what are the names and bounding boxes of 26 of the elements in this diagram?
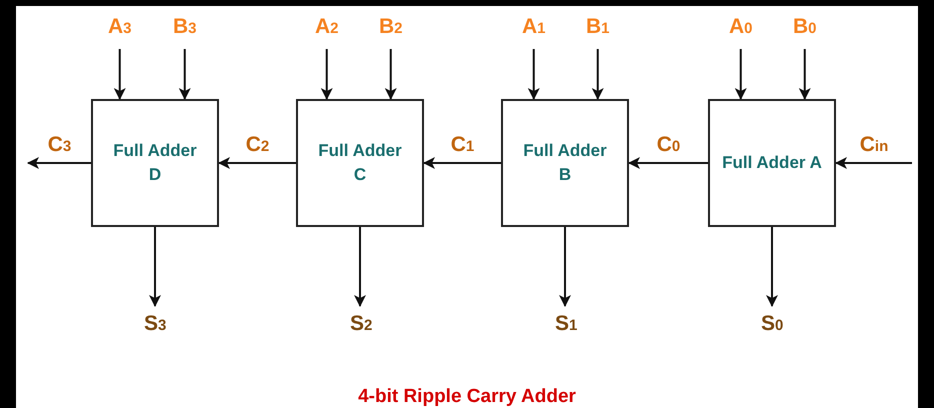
full-adder-box <box>296 99 424 227</box>
arrow <box>384 49 397 100</box>
arrow <box>559 227 571 307</box>
arrow <box>27 157 91 169</box>
adder-label: Full Adder C <box>317 140 403 186</box>
arrow <box>766 227 778 307</box>
full-adder-box <box>501 99 629 227</box>
arrow <box>734 49 747 100</box>
adder-label: Full Adder B <box>522 140 608 186</box>
arrow <box>592 49 604 100</box>
arrow <box>320 49 333 100</box>
full-adder-box <box>708 99 836 227</box>
arrow <box>528 49 540 100</box>
arrow <box>354 227 366 307</box>
caption: 4-bit Ripple Carry Adder <box>357 386 577 408</box>
arrow <box>178 49 191 100</box>
arrow <box>423 157 501 169</box>
arrow <box>114 49 126 100</box>
arrow <box>149 227 161 307</box>
full-adder-box <box>91 99 219 227</box>
arrow <box>798 49 811 100</box>
adder-label: Full Adder D <box>112 140 198 186</box>
arrow <box>218 157 296 169</box>
arrow <box>628 157 708 169</box>
adder-label: Full Adder A <box>722 152 822 174</box>
arrow <box>835 157 912 169</box>
